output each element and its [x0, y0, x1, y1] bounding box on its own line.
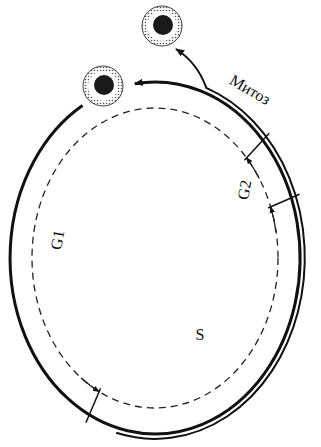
phase-label: S [194, 326, 207, 344]
phase-tick [244, 133, 269, 160]
phase-label: G2 [234, 177, 256, 203]
phase-tick [268, 194, 299, 208]
phase-arrow [246, 158, 259, 179]
inner-cycle-dashed [32, 108, 278, 408]
cycle-ring [10, 82, 300, 434]
exit-branch [116, 49, 305, 439]
cell [83, 66, 123, 106]
phase-label: G1 [47, 227, 69, 253]
phase-tick [86, 388, 101, 423]
phase-arrow [271, 207, 277, 232]
phase-arrow [81, 378, 99, 392]
cell [142, 6, 182, 46]
